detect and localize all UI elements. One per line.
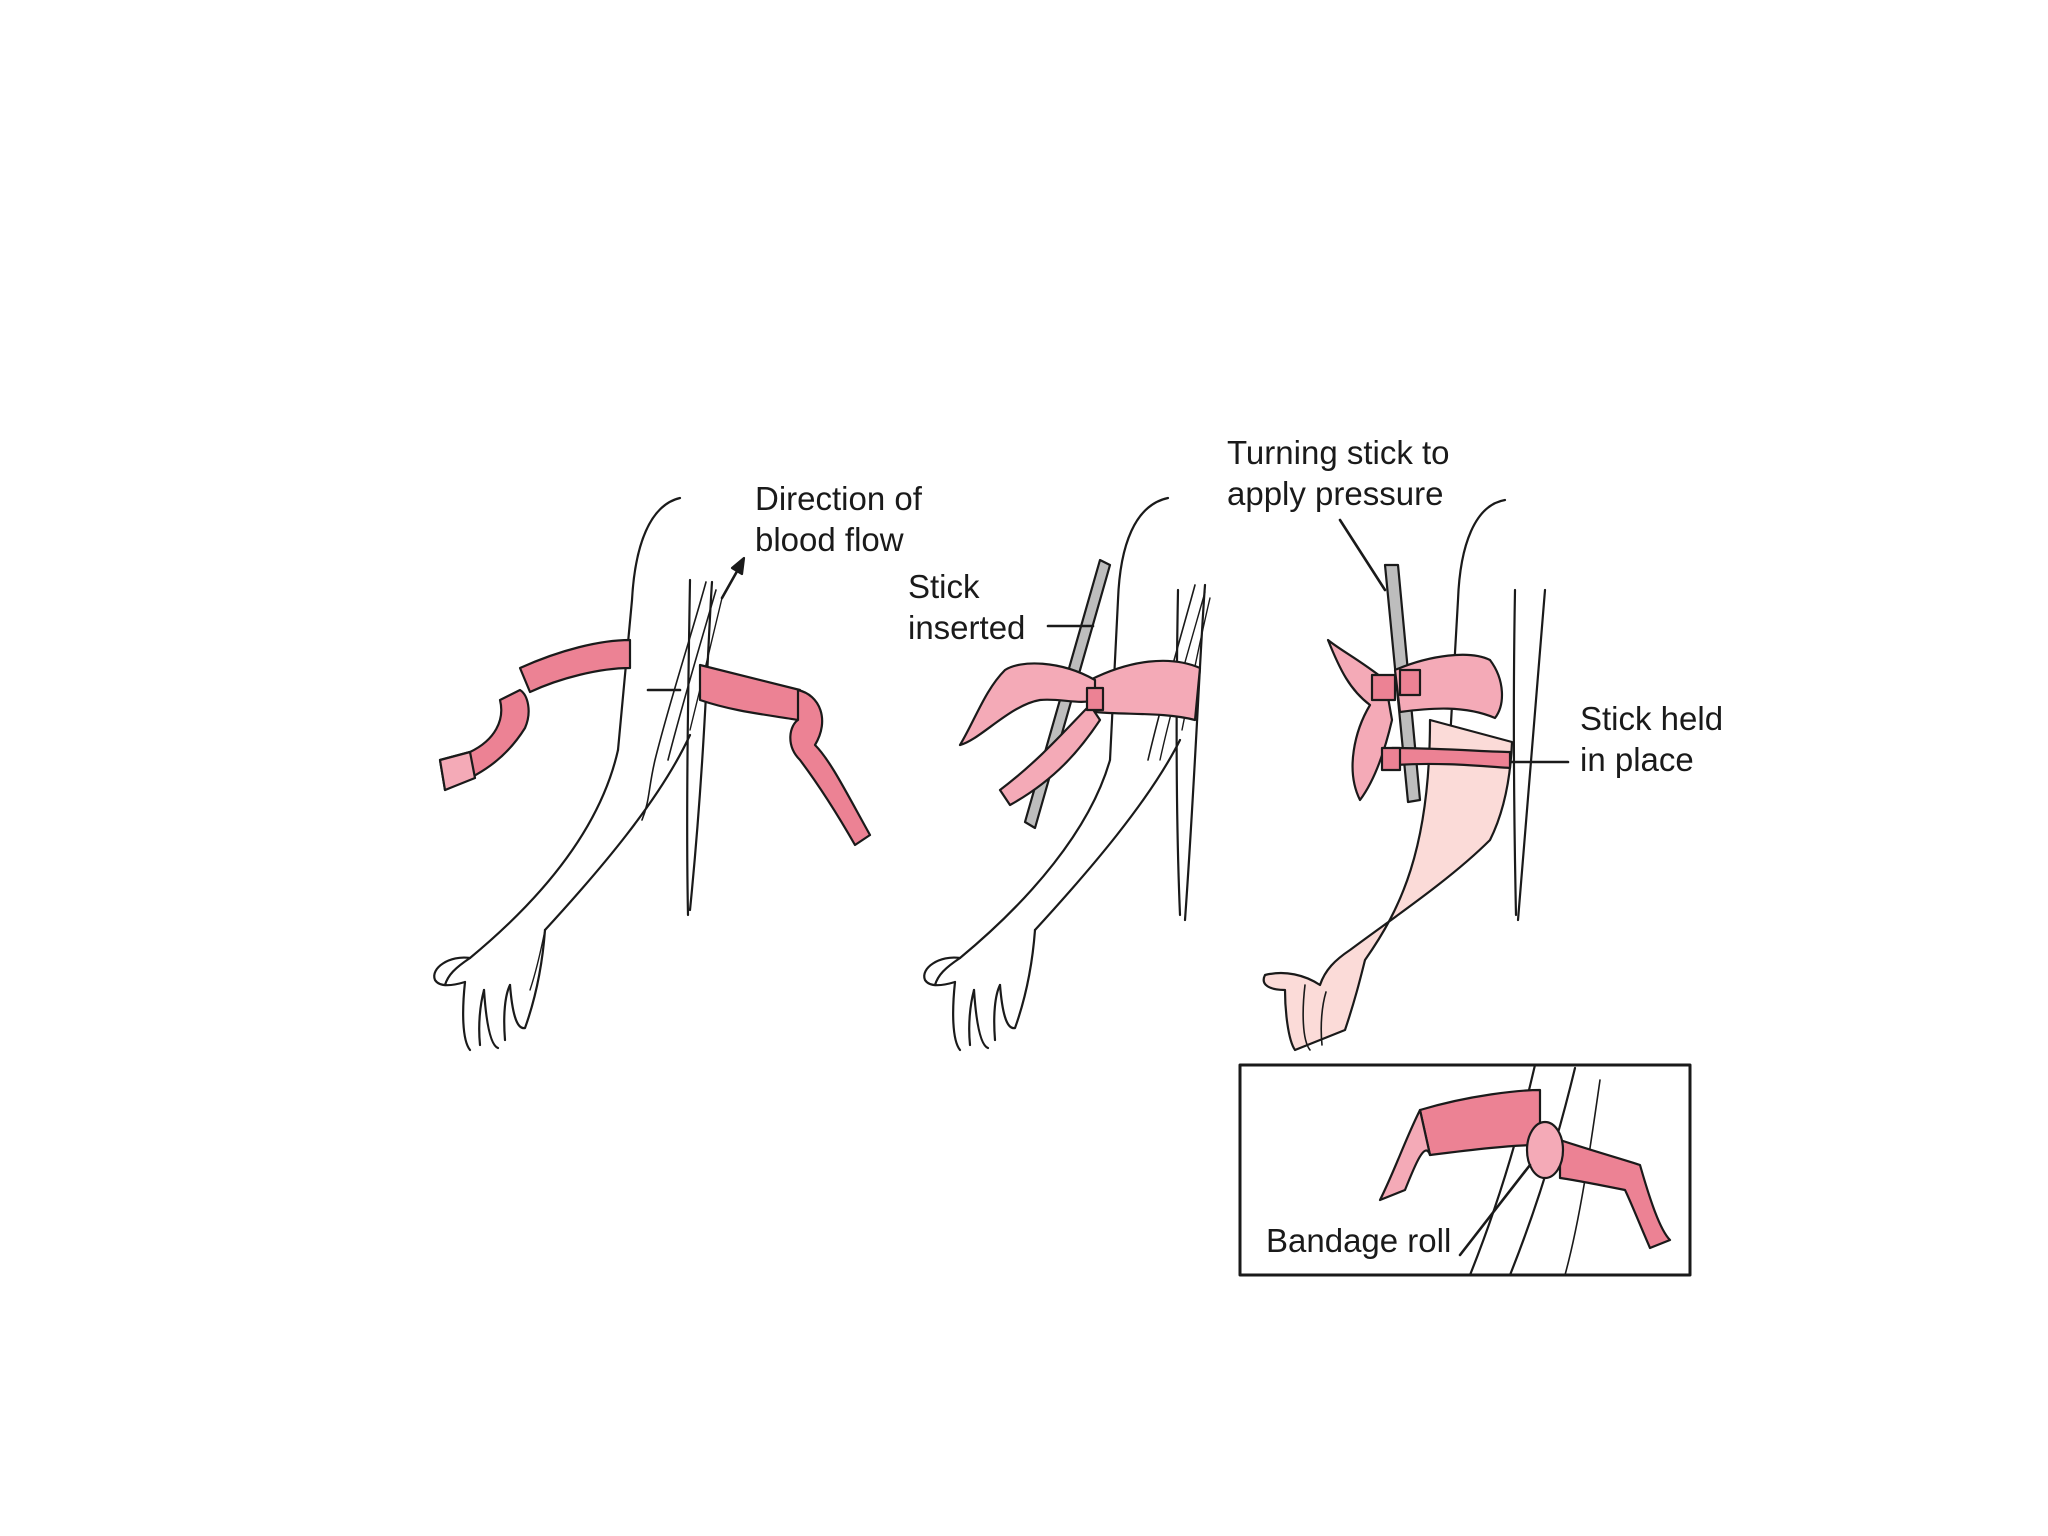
- panel-1-arm: [433, 496, 746, 1052]
- label-blood-flow-line-2: blood flow: [755, 521, 904, 558]
- panel-2-bandage: [958, 659, 1202, 807]
- label-blood-flow-line-1: Direction of: [755, 480, 922, 517]
- label-stick-held-line-1: Stick held: [1580, 700, 1724, 737]
- label-bandage-roll-text: Bandage roll: [1266, 1222, 1452, 1259]
- label-stick-held-line-2: in place: [1580, 741, 1694, 778]
- bandage-roll-inset: [1238, 1063, 1692, 1277]
- label-blood-flow: Direction of blood flow: [755, 478, 922, 560]
- label-turning-stick-line-1: Turning stick to: [1227, 434, 1450, 471]
- panel-3-arm: [1262, 498, 1547, 1052]
- label-stick-inserted-line-1: Stick: [908, 568, 980, 605]
- panel-3-bandage: [1326, 638, 1512, 802]
- label-stick-inserted-line-2: inserted: [908, 609, 1026, 646]
- panel-1-bandage: [438, 638, 872, 847]
- label-stick-held: Stick held in place: [1580, 698, 1723, 780]
- label-turning-stick: Turning stick to apply pressure: [1227, 432, 1450, 514]
- label-turning-stick-line-2: apply pressure: [1227, 475, 1444, 512]
- label-bandage-roll: Bandage roll: [1266, 1220, 1451, 1261]
- label-stick-inserted: Stick inserted: [908, 566, 1025, 648]
